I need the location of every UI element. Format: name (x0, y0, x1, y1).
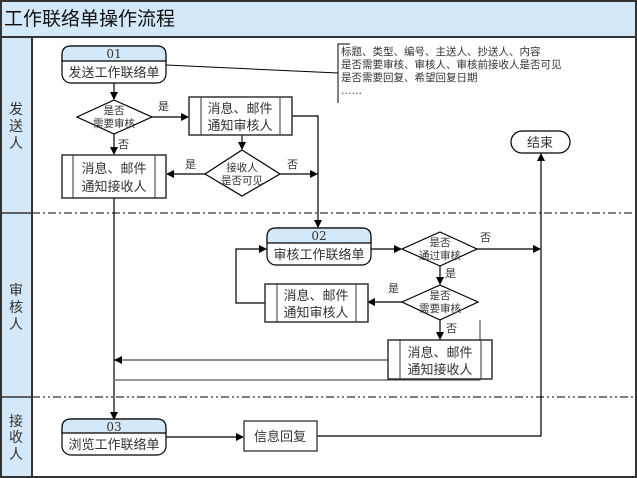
svg-text:送: 送 (9, 119, 23, 135)
node-notify-receiver-2[interactable]: 消息、邮件 通知接收人 (387, 339, 493, 380)
svg-text:人: 人 (9, 317, 23, 333)
svg-text:需要审核: 需要审核 (419, 302, 461, 315)
decision-need-review-2[interactable]: 是否 需要审核 (400, 284, 480, 321)
svg-text:通知审核人: 通知审核人 (207, 118, 272, 134)
title-bar (0, 0, 637, 38)
node-label: 审核工作联络单 (273, 247, 364, 263)
node-label: 浏览工作联络单 (68, 437, 159, 453)
edge-label-no: 否 (287, 158, 298, 171)
svg-text:是否需要审核、审核人、审核前接收人是否可见: 是否需要审核、审核人、审核前接收人是否可见 (341, 58, 562, 71)
edge-label-no: 否 (480, 231, 491, 244)
svg-text:发: 发 (9, 102, 23, 118)
svg-text:人: 人 (9, 136, 23, 152)
svg-text:通知审核人: 通知审核人 (283, 305, 348, 321)
svg-text:消息、邮件: 消息、邮件 (81, 161, 146, 177)
node-notify-reviewer-1[interactable]: 消息、邮件 通知审核人 (188, 96, 293, 136)
decision-pass-review[interactable]: 是否 通过审核 (400, 231, 479, 267)
node-reply[interactable]: 信息回复 (243, 420, 318, 452)
edge-label-yes: 是 (158, 100, 169, 113)
node-end[interactable]: 结束 (510, 130, 571, 154)
svg-text:结束: 结束 (527, 136, 553, 151)
node-label: 发送工作联络单 (68, 65, 159, 81)
edge-label-yes: 是 (445, 267, 456, 280)
svg-text:收: 收 (9, 430, 23, 446)
svg-text:接: 接 (9, 413, 23, 430)
svg-text:通过审核: 通过审核 (419, 249, 461, 262)
lane-label-receiver: 接 收 人 (9, 413, 23, 463)
svg-text:标题、类型、编号、主送人、抄送人、内容: 标题、类型、编号、主送人、抄送人、内容 (341, 45, 541, 58)
svg-text:是否: 是否 (430, 290, 451, 302)
svg-text:是否可见: 是否可见 (221, 175, 263, 187)
svg-text:通知接收人: 通知接收人 (407, 362, 472, 378)
node-number: 02 (311, 229, 326, 243)
diagram-title: 工作联络单操作流程 (4, 8, 175, 30)
svg-text:核: 核 (9, 300, 23, 316)
node-notify-receiver-1[interactable]: 消息、邮件 通知接收人 (61, 154, 167, 199)
edge-label-yes: 是 (388, 282, 399, 295)
lane-label-reviewer: 审 核 人 (9, 283, 23, 333)
svg-text:信息回复: 信息回复 (254, 429, 306, 445)
svg-text:接收人: 接收人 (226, 161, 258, 174)
svg-text:是否: 是否 (430, 237, 451, 249)
svg-text:消息、邮件: 消息、邮件 (283, 288, 348, 304)
node-browse-form[interactable]: 03 浏览工作联络单 (61, 418, 167, 456)
svg-text:消息、邮件: 消息、邮件 (407, 345, 472, 361)
svg-text:是否: 是否 (104, 105, 125, 117)
decision-receiver-visible[interactable]: 接收人 是否可见 (203, 149, 282, 197)
lane-header-column (0, 36, 33, 478)
decision-need-review-1[interactable]: 是否 需要审核 (75, 99, 154, 135)
edge-label-no: 否 (118, 138, 129, 151)
edge-label-no: 否 (446, 322, 457, 335)
edge-label-yes: 是 (185, 158, 196, 171)
svg-text:审: 审 (9, 283, 23, 299)
svg-text:需要审核: 需要审核 (93, 117, 135, 130)
svg-text:通知接收人: 通知接收人 (81, 179, 146, 195)
node-send-form[interactable]: 01 发送工作联络单 (61, 45, 167, 84)
svg-text:……: …… (341, 85, 362, 97)
annotation-note: 标题、类型、编号、主送人、抄送人、内容 是否需要审核、审核人、审核前接收人是否可… (337, 43, 562, 103)
svg-text:人: 人 (9, 447, 23, 463)
svg-text:消息、邮件: 消息、邮件 (207, 101, 272, 117)
node-number: 03 (106, 420, 121, 434)
lane-label-sender: 发 送 人 (9, 102, 23, 152)
node-review-form[interactable]: 02 审核工作联络单 (266, 227, 372, 266)
node-number: 01 (106, 47, 121, 61)
svg-text:是否需要回复、希望回复日期: 是否需要回复、希望回复日期 (341, 71, 478, 84)
node-notify-reviewer-2[interactable]: 消息、邮件 通知审核人 (264, 283, 369, 323)
